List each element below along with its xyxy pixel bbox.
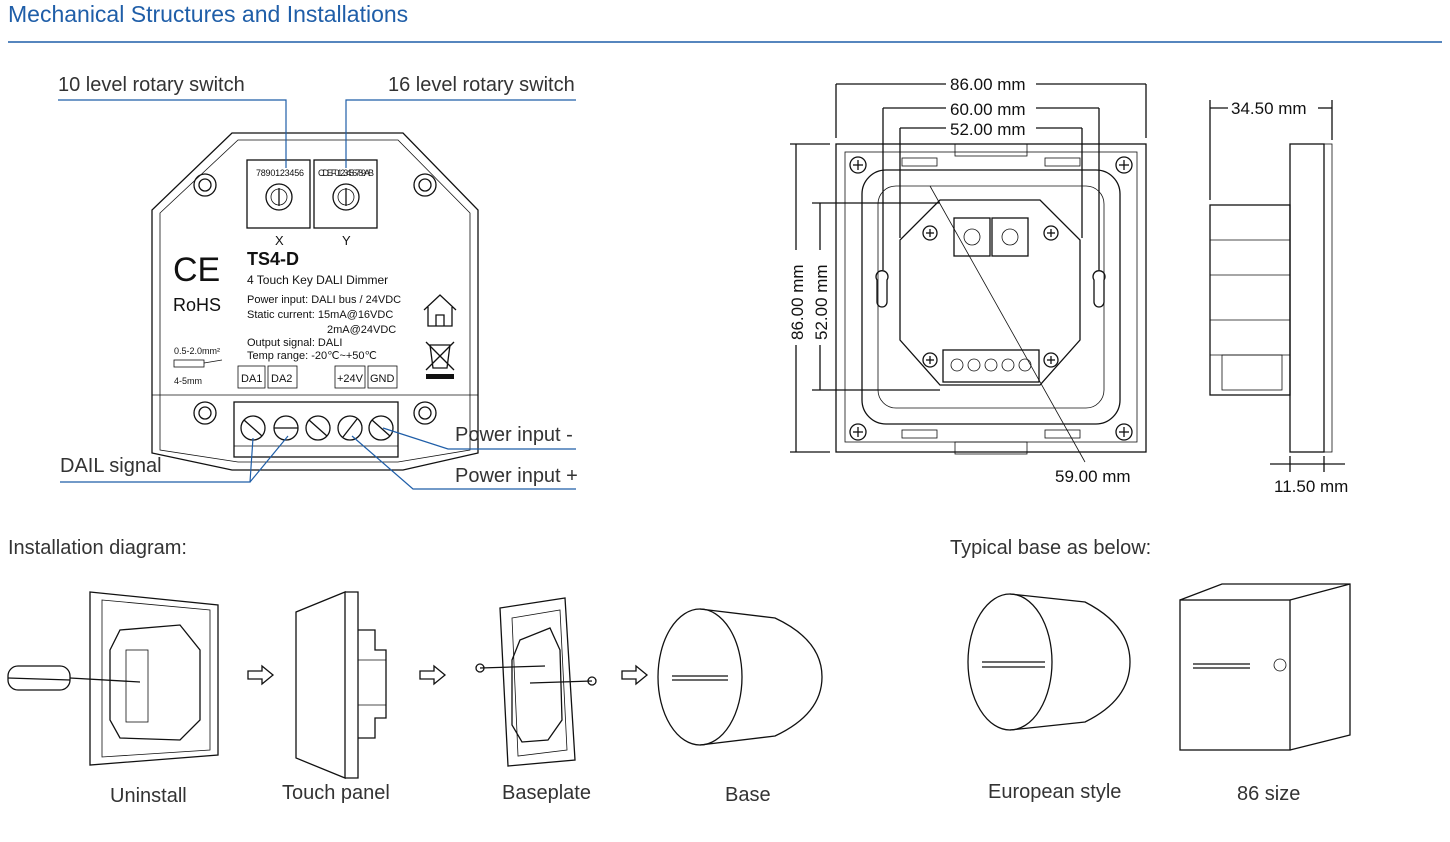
dim-outer-width: 86.00 mm [950,75,1026,94]
side-view: 34.50 mm 11.50 mm [1209,99,1348,496]
callout-rotary-16: 16 level rotary switch [388,74,575,96]
rotary-switch-x[interactable] [246,159,311,229]
arrow-icon [621,664,649,686]
label-y: Y [342,233,351,248]
spec-temp: Temp range: -20℃~+50℃ [247,350,377,362]
callout-rotary-10: 10 level rotary switch [58,74,245,96]
caption-european-style: European style [988,781,1121,803]
touch-panel-illustration [295,591,387,779]
dim-diagonal: 59.00 mm [1055,467,1131,486]
rohs-mark: RoHS [173,295,221,315]
backplate-dimension-view: 86.00 mm 60.00 mm 52.00 mm 86.00 mm 52.0… [788,75,1147,486]
typical-base-heading: Typical base as below: [950,537,1151,559]
dim-outer-height: 86.00 mm [788,264,807,340]
caption-uninstall: Uninstall [110,785,187,807]
label-x: X [275,233,284,248]
arrow-icon [419,664,447,686]
uninstall-illustration [7,591,219,766]
86-size-base-illustration [1179,583,1351,751]
spec-power: Power input: DALI bus / 24VDC [247,294,401,306]
base-illustration [657,608,823,746]
strip-length: 4-5mm [174,376,202,386]
model-subtitle: 4 Touch Key DALI Dimmer [247,273,388,287]
terminal-gnd: GND [370,373,395,385]
dial-y-digits: CDEF0123456789AB [318,168,374,178]
dim-inner-width: 52.00 mm [950,120,1026,139]
arrow-icon [247,664,275,686]
terminal-24v: +24V [337,373,364,385]
spec-output: Output signal: DALI [247,337,342,349]
spec-static-2: 2mA@24VDC [327,324,396,336]
page-title: Mechanical Structures and Installations [8,1,408,27]
device-front-view: 7 8 9 0 1 2 3 4 5 6 CDEF0123456789AB X Y… [151,132,479,471]
caption-86-size: 86 size [1237,783,1300,805]
terminal-da1: DA1 [241,373,262,385]
callout-dali-signal: DAIL signal [60,455,162,477]
callout-power-plus: Power input + [455,465,578,487]
terminal-da2: DA2 [271,373,292,385]
dim-front-thickness: 11.50 mm [1274,477,1348,496]
callout-power-minus: Power input - [455,424,573,446]
dim-inner-height: 52.00 mm [812,264,831,340]
model-name: TS4-D [247,249,299,269]
dial-x-digits: 7 8 9 0 1 2 3 4 5 6 [256,168,304,178]
wire-size: 0.5-2.0mm² [174,346,220,356]
terminal-block [233,401,399,458]
home-icon [423,294,457,327]
weee-bin-icon [425,341,455,379]
spec-static-1: Static current: 15mA@16VDC [247,309,393,321]
baseplate-illustration [475,597,597,767]
caption-base: Base [725,784,771,806]
caption-baseplate: Baseplate [502,782,591,804]
caption-touch-panel: Touch panel [282,782,390,804]
dim-depth: 34.50 mm [1231,99,1307,118]
european-style-base-illustration [967,593,1131,731]
installation-heading: Installation diagram: [8,537,187,559]
dim-hole-width: 60.00 mm [950,100,1026,119]
ce-mark: CE [173,251,220,289]
